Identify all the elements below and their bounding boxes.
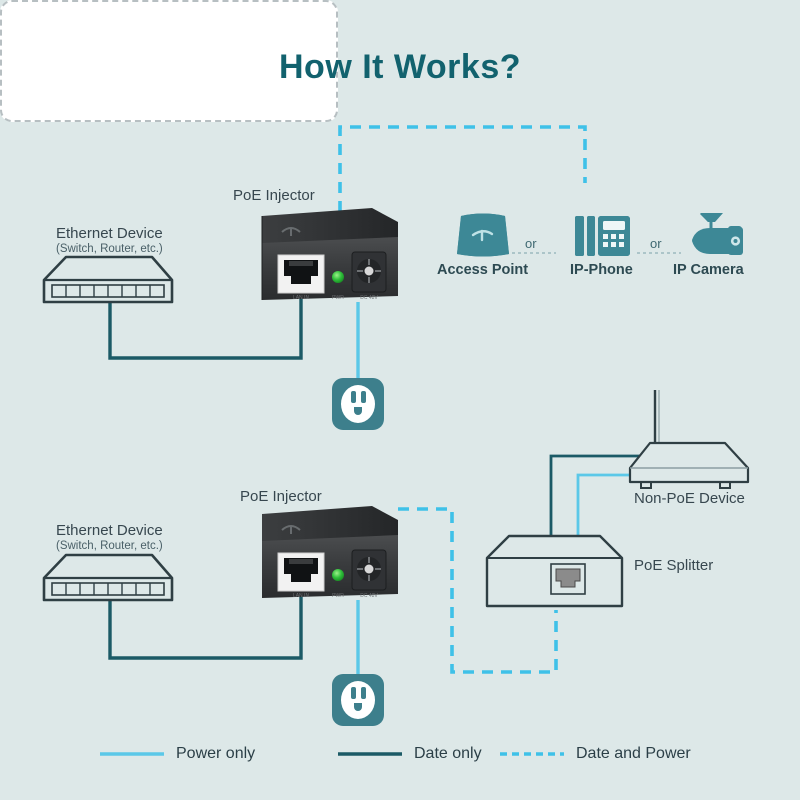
outlet-slot-right [361,391,366,403]
ethernet-device-bottom [42,553,174,602]
ip-phone-icon-top [575,216,630,256]
ip-camera-icon-top [692,213,743,255]
power-outlet-bottom[interactable] [332,674,384,726]
poe-splitter [485,534,624,608]
non-poe-device-label: Non-PoE Device [634,490,745,507]
svg-text:LAN IN: LAN IN [293,295,310,301]
ethernet-device-label-top: Ethernet Device [56,225,163,242]
cable-data-top [108,298,303,360]
outlet-slot-left [351,391,356,403]
cable-data-power-top [338,125,587,212]
legend-label-data: Date only [414,745,482,762]
ethernet-device-label-bottom: Ethernet Device [56,522,163,539]
outlet-slot-right [361,687,366,699]
svg-text:PWR: PWR [332,295,344,301]
ip-phone-label: IP-Phone [570,262,633,278]
legend-label-power: Power only [176,745,256,762]
poe-injector-label-bottom: PoE Injector [240,488,322,505]
outlet-ground-slot [354,703,362,711]
svg-text:LAN IN: LAN IN [293,593,310,599]
outlet-slot-left [351,687,356,699]
powered-devices-card [0,0,338,122]
cable-data-bottom [108,596,303,660]
access-point-label: Access Point [437,262,529,278]
poe-injector-label-top: PoE Injector [233,187,315,204]
power-outlet-top[interactable] [332,378,384,430]
cable-splitter-to-device [549,454,640,545]
outlet-ground-slot [354,407,362,415]
or-separator-1: or [525,236,537,251]
or-separator-2: or [650,236,662,251]
outlet-face [341,385,375,423]
non-poe-device [628,390,750,489]
poe-injector-top: LAN IN PWR DC 48V [261,208,398,301]
access-point-icon-top [457,213,509,257]
ip-camera-label: IP Camera [673,262,744,278]
poe-splitter-label: PoE Splitter [634,557,714,574]
ethernet-device-sublabel-bottom: (Switch, Router, etc.) [56,540,163,552]
outlet-face [341,681,375,719]
svg-text:DC 48V: DC 48V [360,295,378,301]
legend-label-data-power: Date and Power [576,745,691,762]
svg-text:DC 48V: DC 48V [360,593,378,599]
svg-text:PWR: PWR [332,593,344,599]
ethernet-device-top [42,255,174,304]
page-title: How It Works? [279,48,521,86]
ethernet-device-sublabel-top: (Switch, Router, etc.) [56,243,163,255]
cable-data-power-bottom [398,507,558,674]
poe-injector-bottom: LAN IN PWR DC 48V [262,506,398,599]
